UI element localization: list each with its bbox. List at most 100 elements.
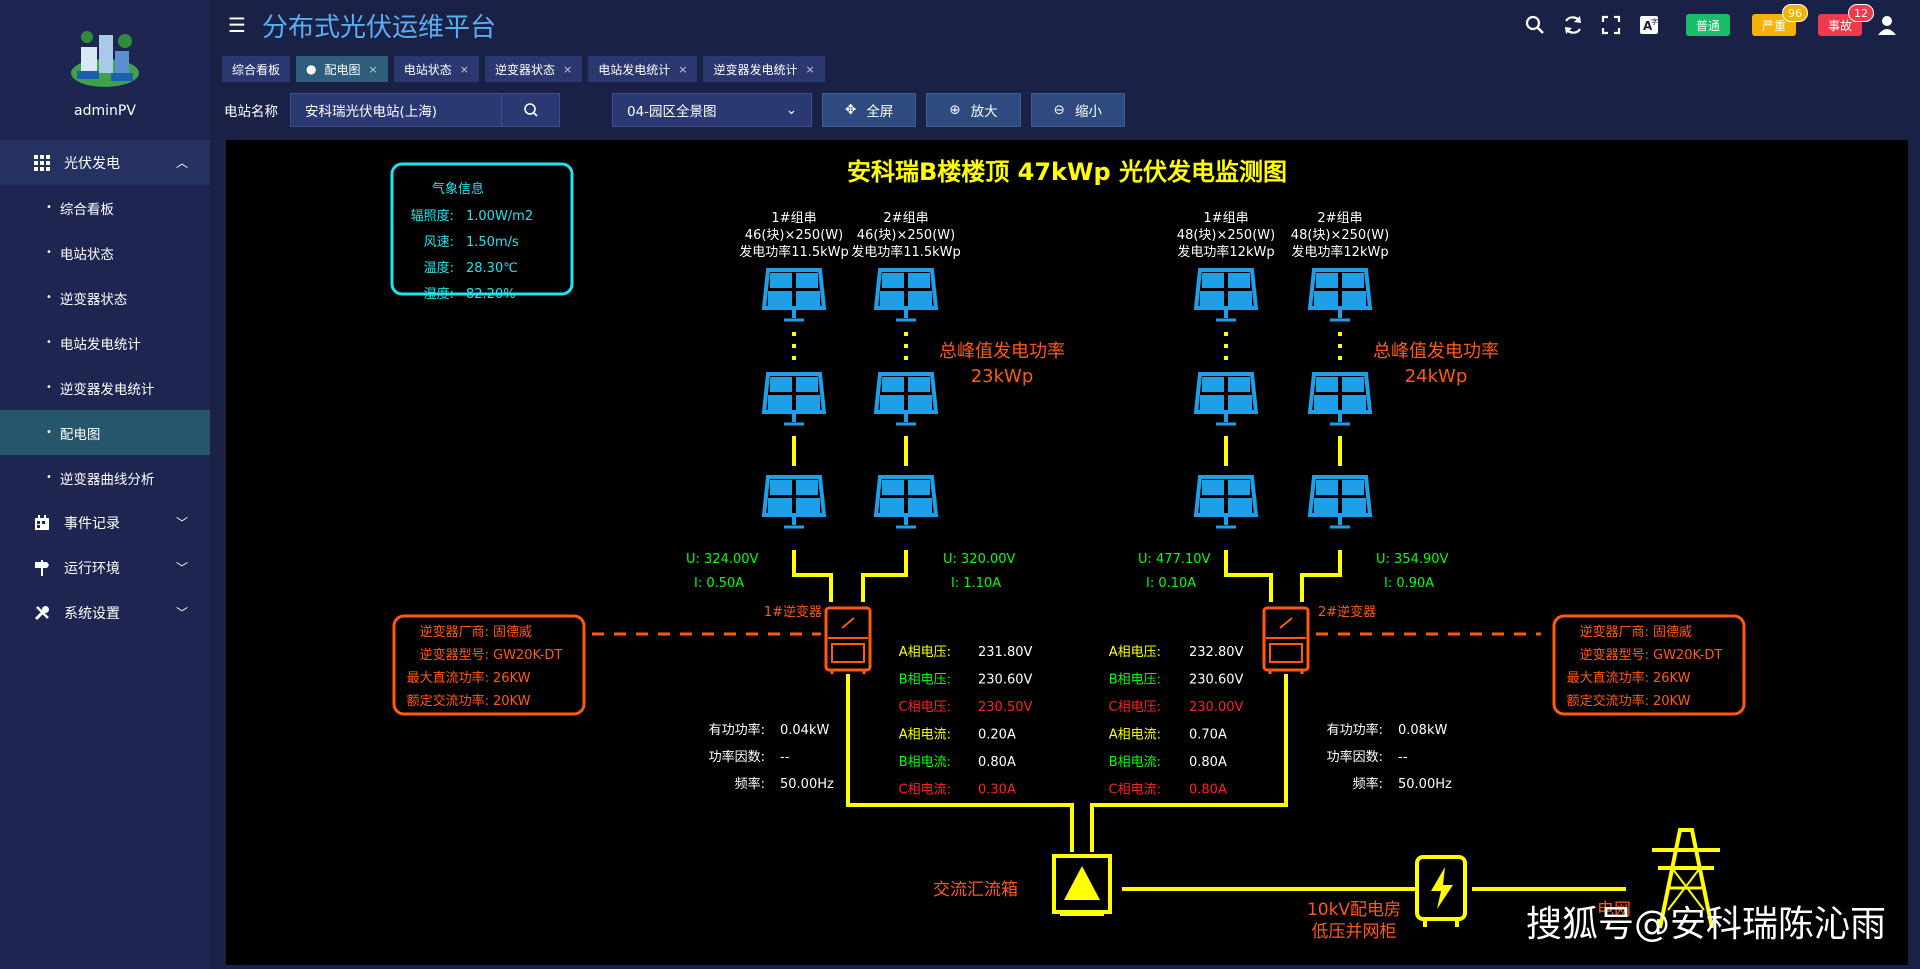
inverter1-info-box [392,614,586,716]
phase-key: C相电压: [1109,700,1161,715]
tab-3[interactable]: 逆变器状态× [484,56,583,82]
inverter-symbol [1279,617,1293,629]
sidebar-item-4[interactable]: 逆变器发电统计 [0,365,210,410]
alarm-pill-0[interactable]: 普通 [1685,14,1730,36]
string-label: 1#组串 [1203,211,1248,226]
ac-line-1 [846,674,1074,852]
power-key: 频率: [735,776,765,792]
inverter-info-key: 最大直流功率: [407,670,489,686]
close-icon[interactable]: × [459,62,469,76]
phase-key: B相电压: [899,673,951,688]
close-icon[interactable]: × [805,62,815,76]
search-button[interactable] [501,94,559,126]
sidebar-group-3[interactable]: 系统设置﹀ [0,590,210,635]
power-value: 0.08kW [1398,723,1447,738]
alarm-pill-label: 事故 [1827,18,1852,33]
string-label: 2#组串 [883,211,928,226]
weather-key: 辐照度: [411,208,454,224]
fullscreen-button[interactable]: ✥全屏 [822,93,917,127]
panel-cell [1314,395,1338,410]
inverter-info-key: 逆变器型号: [1580,647,1649,663]
close-icon[interactable]: × [562,62,573,76]
inverter-info-key: 额定交流功率: [1567,693,1649,709]
refresh-icon[interactable] [1560,12,1586,38]
inverter-2-name: 2#逆变器 [1318,604,1376,620]
user-icon[interactable] [1874,12,1900,38]
tab-1[interactable]: ●配电图× [296,56,388,82]
sidebar: adminPV 光伏发电︿综合看板电站状态逆变器状态电站发电统计逆变器发电统计配… [0,0,210,969]
power-value: -- [780,750,790,765]
calendar-icon [34,514,50,531]
sidebar-group-0[interactable]: 光伏发电︿ [0,140,210,185]
panel-cell [1228,377,1250,392]
inverter-info-key: 最大直流功率: [1567,670,1649,686]
sidebar-item-1[interactable]: 电站状态 [0,230,210,275]
filter-bar: 电站名称 安科瑞光伏电站(上海) 04-园区全景图 ⌄ ✥全屏 ⊕放大 ⊖缩小 [210,88,1920,132]
fullscreen-icon[interactable] [1598,12,1624,38]
tools-icon [34,605,50,621]
search-icon[interactable] [1522,12,1548,38]
panel-frame [1307,372,1373,414]
station-search[interactable]: 安科瑞光伏电站(上海) [290,93,560,127]
sidebar-item-0[interactable]: 综合看板 [0,185,210,230]
sidebar-item-2[interactable]: 逆变器状态 [0,275,210,320]
solar-panel-icon [1193,372,1259,426]
sidebar-item-5[interactable]: 配电图 [0,410,210,455]
logo-area: adminPV [0,0,210,140]
close-icon[interactable]: × [678,62,688,76]
phase-value: 230.60V [978,673,1032,688]
sidebar-group-1[interactable]: 事件记录﹀ [0,500,210,545]
power-key: 有功功率: [1327,722,1383,738]
panel-cell [882,377,904,392]
weather-value: 1.50m/s [466,235,519,250]
tab-2[interactable]: 电站状态× [393,56,479,82]
zoom-in-button-label: 放大 [970,104,998,120]
inverter-info-value: 20KW [1653,694,1691,709]
inverter-2-icon [1262,606,1310,674]
watermark-text: 搜狐号@安科瑞陈沁雨 [1526,904,1886,945]
tab-label: 电站发电统计 [598,62,671,77]
sidebar-item-6[interactable]: 逆变器曲线分析 [0,455,210,500]
string-label: 发电功率11.5kWp [851,244,961,260]
panel-cell [1342,480,1364,495]
zoom-in-button[interactable]: ⊕放大 [926,93,1021,127]
string-label: 48(块)×250(W) [1291,228,1389,243]
inverter-info-key: 额定交流功率: [407,693,489,709]
tab-bar: 综合看板●配电图×电站状态×逆变器状态×电站发电统计×逆变器发电统计× [222,56,825,82]
sidebar-item-3[interactable]: 电站发电统计 [0,320,210,365]
sidebar-group-2[interactable]: 运行环境﹀ [0,545,210,590]
panel-cell [880,395,904,410]
tab-0[interactable]: 综合看板 [222,56,291,82]
alarm-count-badge: 96 [1781,4,1808,22]
fullscreen-button-label: 全屏 [866,104,894,120]
panel-cell [1202,480,1224,495]
view-select[interactable]: 04-园区全景图 ⌄ [612,93,812,127]
panel-cell [1228,291,1252,306]
string-label: 46(块)×250(W) [857,228,955,243]
station-input[interactable]: 安科瑞光伏电站(上海) [305,104,438,120]
phase-key: C相电压: [899,700,951,715]
panel-frame [761,268,827,310]
chevron-down-icon: ⌄ [785,102,797,118]
phase-key: C相电流: [899,783,951,798]
diagram-title: 安科瑞B楼楼顶 47kWp 光伏发电监测图 [847,158,1287,186]
close-icon[interactable]: × [368,62,378,76]
solar-panel-icon [873,372,939,426]
solar-panel-icon [1307,268,1373,322]
hamburger-icon[interactable]: ☰ [228,13,246,37]
weather-value: 1.00W/m2 [466,209,533,224]
diagram-svg: 安科瑞B楼楼顶 47kWp 光伏发电监测图气象信息辐照度:1.00W/m2风速:… [390,158,1886,945]
zoom-out-button[interactable]: ⊖缩小 [1030,93,1125,127]
tab-4[interactable]: 电站发电统计 × [588,56,698,82]
room-label-1: 10kV配电房 [1307,900,1401,920]
panel-cell [1314,498,1338,513]
inverter-info-value: GW20K-DT [1653,648,1722,663]
dc-line-3 [1224,550,1273,602]
tab-5[interactable]: 逆变器发电统计× [703,56,825,82]
sidebar-group-label: 事件记录 [64,515,120,532]
solar-panel-icon [1193,268,1259,322]
solar-panel-icon [1193,475,1259,529]
